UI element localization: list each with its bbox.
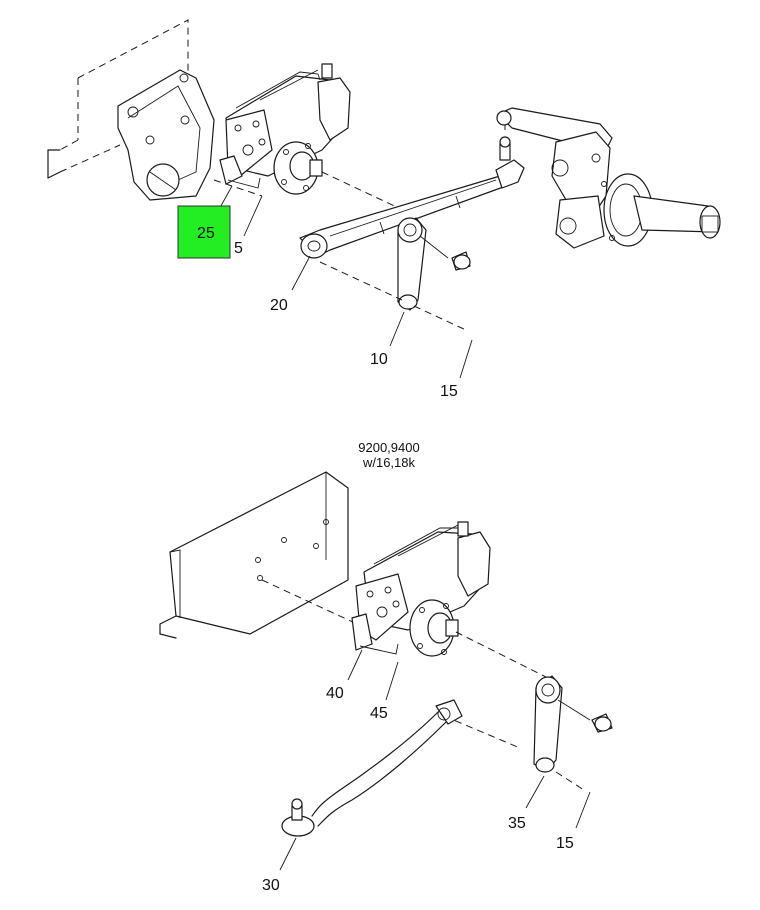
axis-line-bottom-b	[455, 631, 549, 679]
leader-5	[243, 195, 263, 237]
callout-10[interactable]: 10	[370, 351, 388, 368]
callout-25[interactable]: 25	[197, 225, 215, 242]
mounting-bracket-top	[117, 69, 215, 201]
axis-line-top-b	[319, 261, 403, 301]
steering-gear-bottom	[351, 521, 491, 657]
callout-35[interactable]: 35	[508, 815, 526, 832]
callout-45[interactable]: 45	[370, 705, 388, 722]
steering-gear-top	[219, 63, 351, 195]
callout-15-bottom[interactable]: 15	[556, 835, 574, 852]
caption-model: 9200,9400	[358, 440, 419, 455]
callout-40[interactable]: 40	[326, 685, 344, 702]
drag-link-top	[299, 136, 525, 259]
axis-line-bottom-c	[443, 715, 521, 749]
callout-30[interactable]: 30	[262, 877, 280, 894]
bottom-assembly: 9200,9400 w/16,18k	[159, 440, 613, 894]
pitman-arm-bottom	[533, 675, 613, 773]
leader-10	[389, 311, 405, 347]
leader-30	[279, 837, 297, 871]
leader-35	[525, 775, 545, 809]
axis-line-bottom-d	[555, 771, 585, 791]
pitman-arm-top	[397, 217, 471, 311]
callout-15-top[interactable]: 15	[440, 383, 458, 400]
leader-15-top	[459, 339, 473, 379]
callout-20[interactable]: 20	[270, 297, 288, 314]
axis-line-top-c	[413, 305, 467, 331]
steering-knuckle-top	[496, 107, 721, 249]
callout-5[interactable]: 5	[234, 240, 243, 257]
leader-45	[385, 661, 399, 701]
frame-rail-top	[47, 19, 189, 179]
frame-rail-bottom	[159, 471, 349, 639]
leader-15-bottom	[575, 791, 591, 829]
leader-40	[347, 649, 363, 681]
caption-condition: w/16,18k	[362, 455, 416, 470]
top-assembly: 25 5 20 10 15	[47, 19, 721, 400]
highlight-box-25	[177, 205, 231, 259]
leader-20	[291, 255, 311, 291]
drag-link-bottom	[281, 699, 463, 837]
axis-line-top-d	[213, 179, 263, 197]
